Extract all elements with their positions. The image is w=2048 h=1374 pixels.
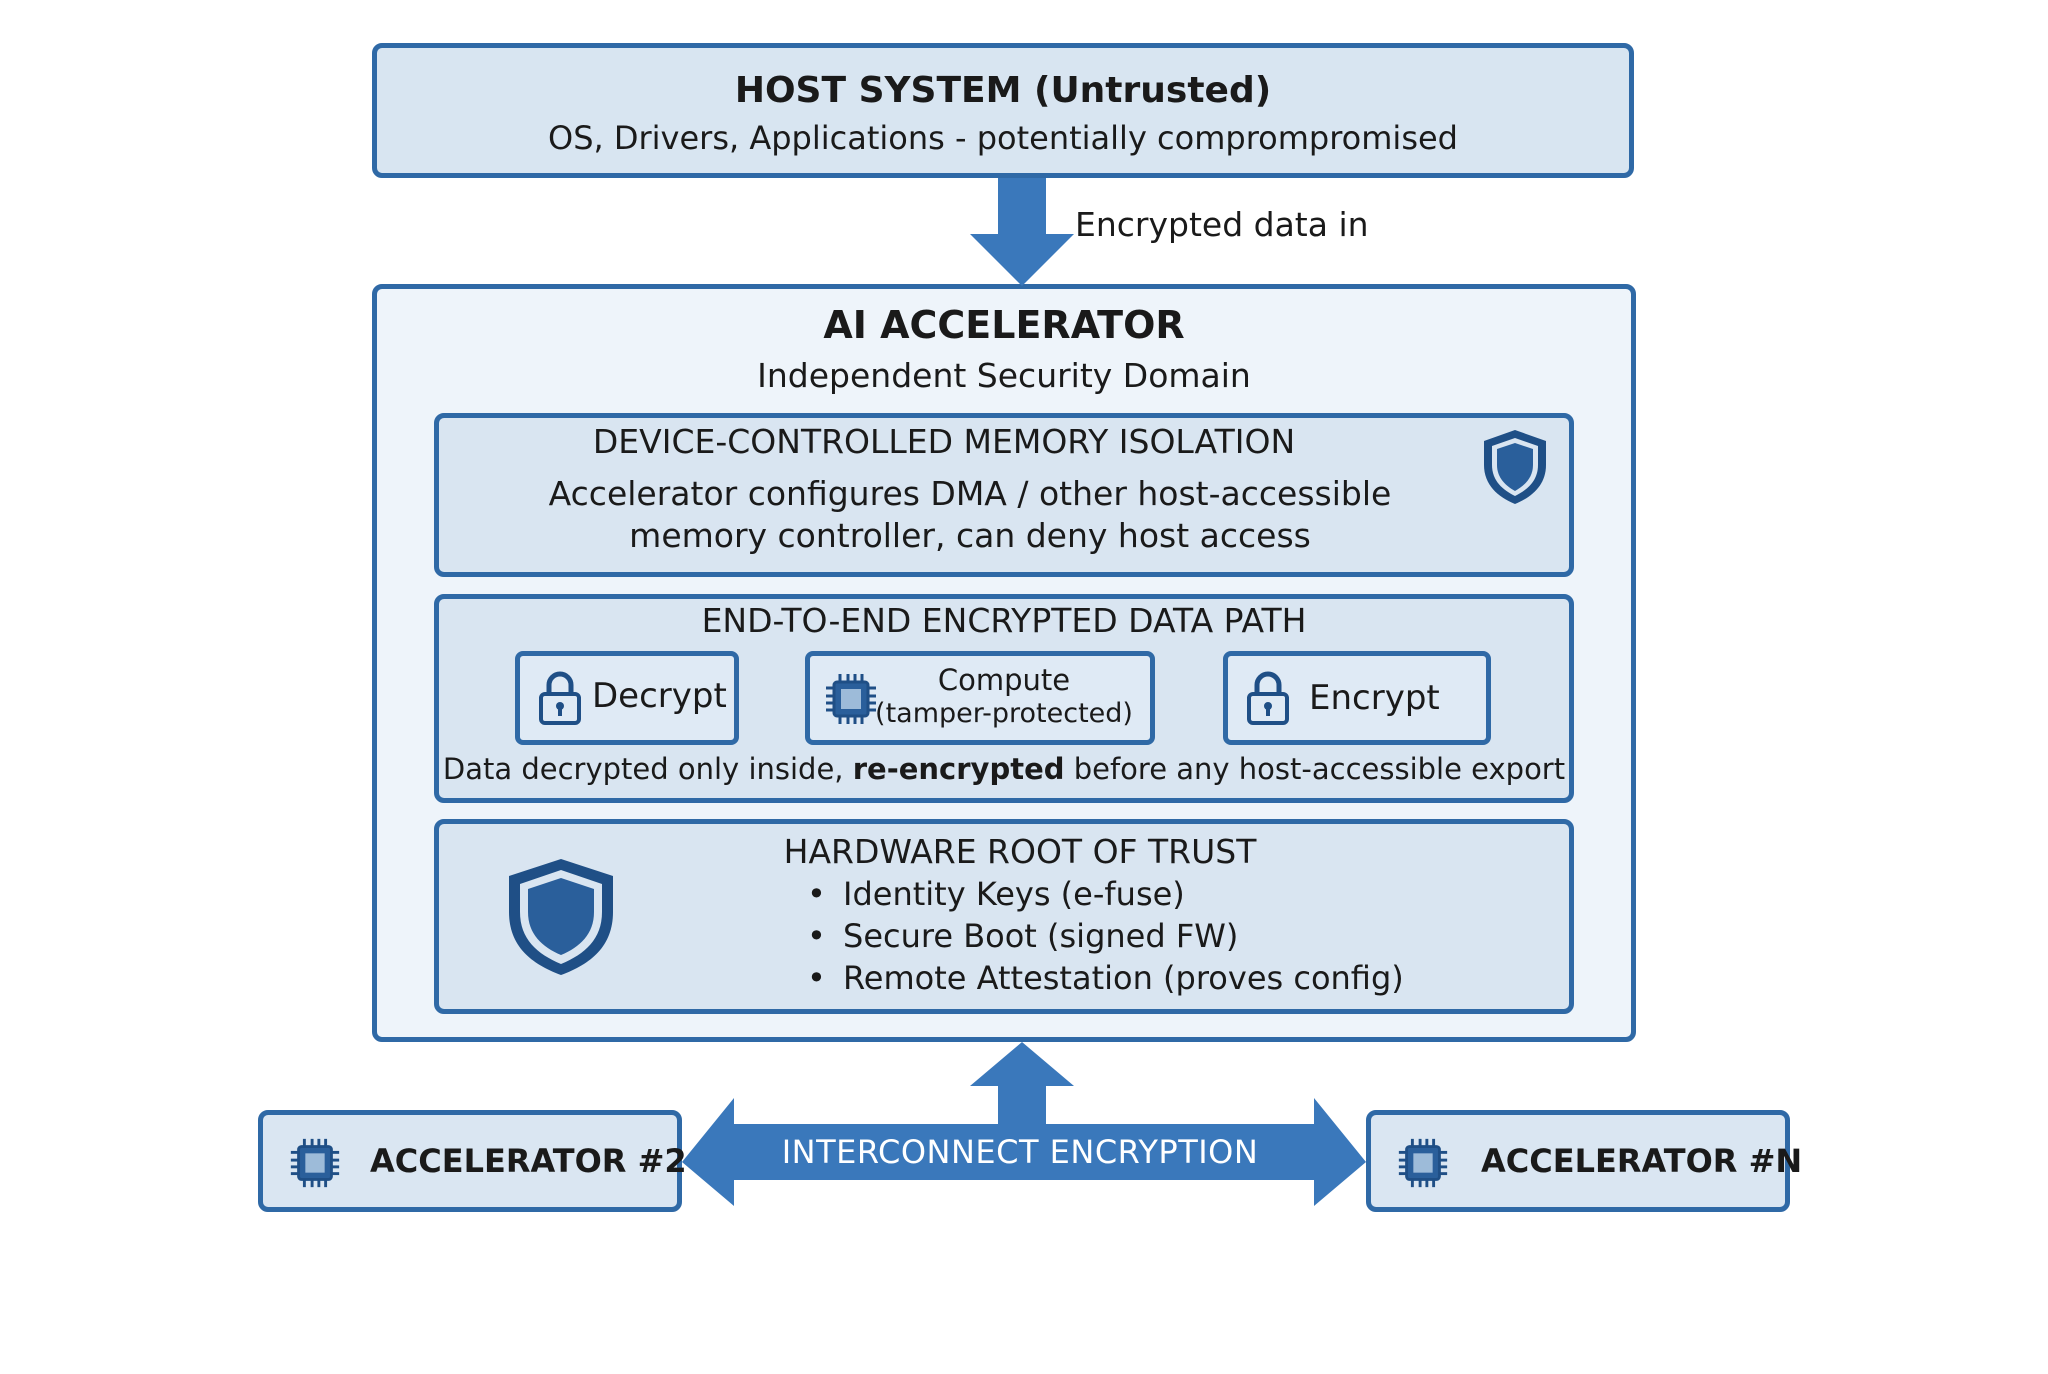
shield-icon [509, 859, 613, 975]
lock-icon [1247, 671, 1289, 725]
memory-isolation-body: Accelerator configures DMA / other host-… [434, 473, 1506, 557]
memory-isolation-title: DEVICE-CONTROLLED MEMORY ISOLATION [592, 422, 1296, 461]
encrypted-data-in-label: Encrypted data in [1075, 205, 1369, 244]
encrypted-data-in-arrow [970, 178, 1074, 286]
memory-isolation-line-2: memory controller, can deny host access [629, 516, 1311, 555]
chip-icon [1398, 1138, 1448, 1188]
accelerator-2-label: ACCELERATOR #2 [370, 1142, 687, 1180]
accelerator-n-label: ACCELERATOR #N [1481, 1142, 1803, 1180]
note-prefix: Data decrypted only inside, [442, 752, 853, 786]
note-suffix: before any host-accessible export [1064, 752, 1566, 786]
host-subtitle: OS, Drivers, Applications - potentially … [548, 119, 1458, 157]
list-item: Identity Keys (e-fuse) [807, 873, 1404, 915]
accelerator-subtitle: Independent Security Domain [757, 356, 1251, 395]
list-item: Remote Attestation (proves config) [807, 957, 1404, 999]
compute-sublabel: (tamper-protected) [875, 698, 1133, 729]
interconnect-arrow [682, 1042, 1366, 1206]
lock-icon [539, 671, 581, 725]
shield-icon [1484, 430, 1546, 504]
memory-isolation-line-1: Accelerator configures DMA / other host-… [548, 474, 1392, 513]
interconnect-label: INTERCONNECT ENCRYPTION [781, 1133, 1259, 1171]
host-system-box: HOST SYSTEM (Untrusted) OS, Drivers, App… [372, 43, 1634, 178]
compute-label: Compute [937, 663, 1071, 697]
data-path-title: END-TO-END ENCRYPTED DATA PATH [701, 601, 1307, 640]
encrypt-step [1223, 651, 1491, 745]
chip-icon [826, 674, 876, 724]
chip-icon [290, 1138, 340, 1188]
accelerator-title: AI ACCELERATOR [823, 303, 1185, 347]
list-item: Secure Boot (signed FW) [807, 915, 1404, 957]
compute-step [805, 651, 1155, 745]
memory-isolation-panel [434, 413, 1574, 577]
decrypt-label: Decrypt [592, 676, 727, 716]
root-of-trust-list: Identity Keys (e-fuse) Secure Boot (sign… [807, 873, 1404, 999]
decrypt-step [515, 651, 739, 745]
encrypt-label: Encrypt [1309, 678, 1440, 718]
host-title: HOST SYSTEM (Untrusted) [734, 70, 1272, 111]
data-path-note: Data decrypted only inside, re-encrypted… [434, 752, 1574, 786]
accelerator-n-box [1366, 1110, 1790, 1212]
root-of-trust-title: HARDWARE ROOT OF TRUST [783, 832, 1257, 871]
note-bold: re-encrypted [852, 752, 1065, 786]
accelerator-2-box [258, 1110, 682, 1212]
